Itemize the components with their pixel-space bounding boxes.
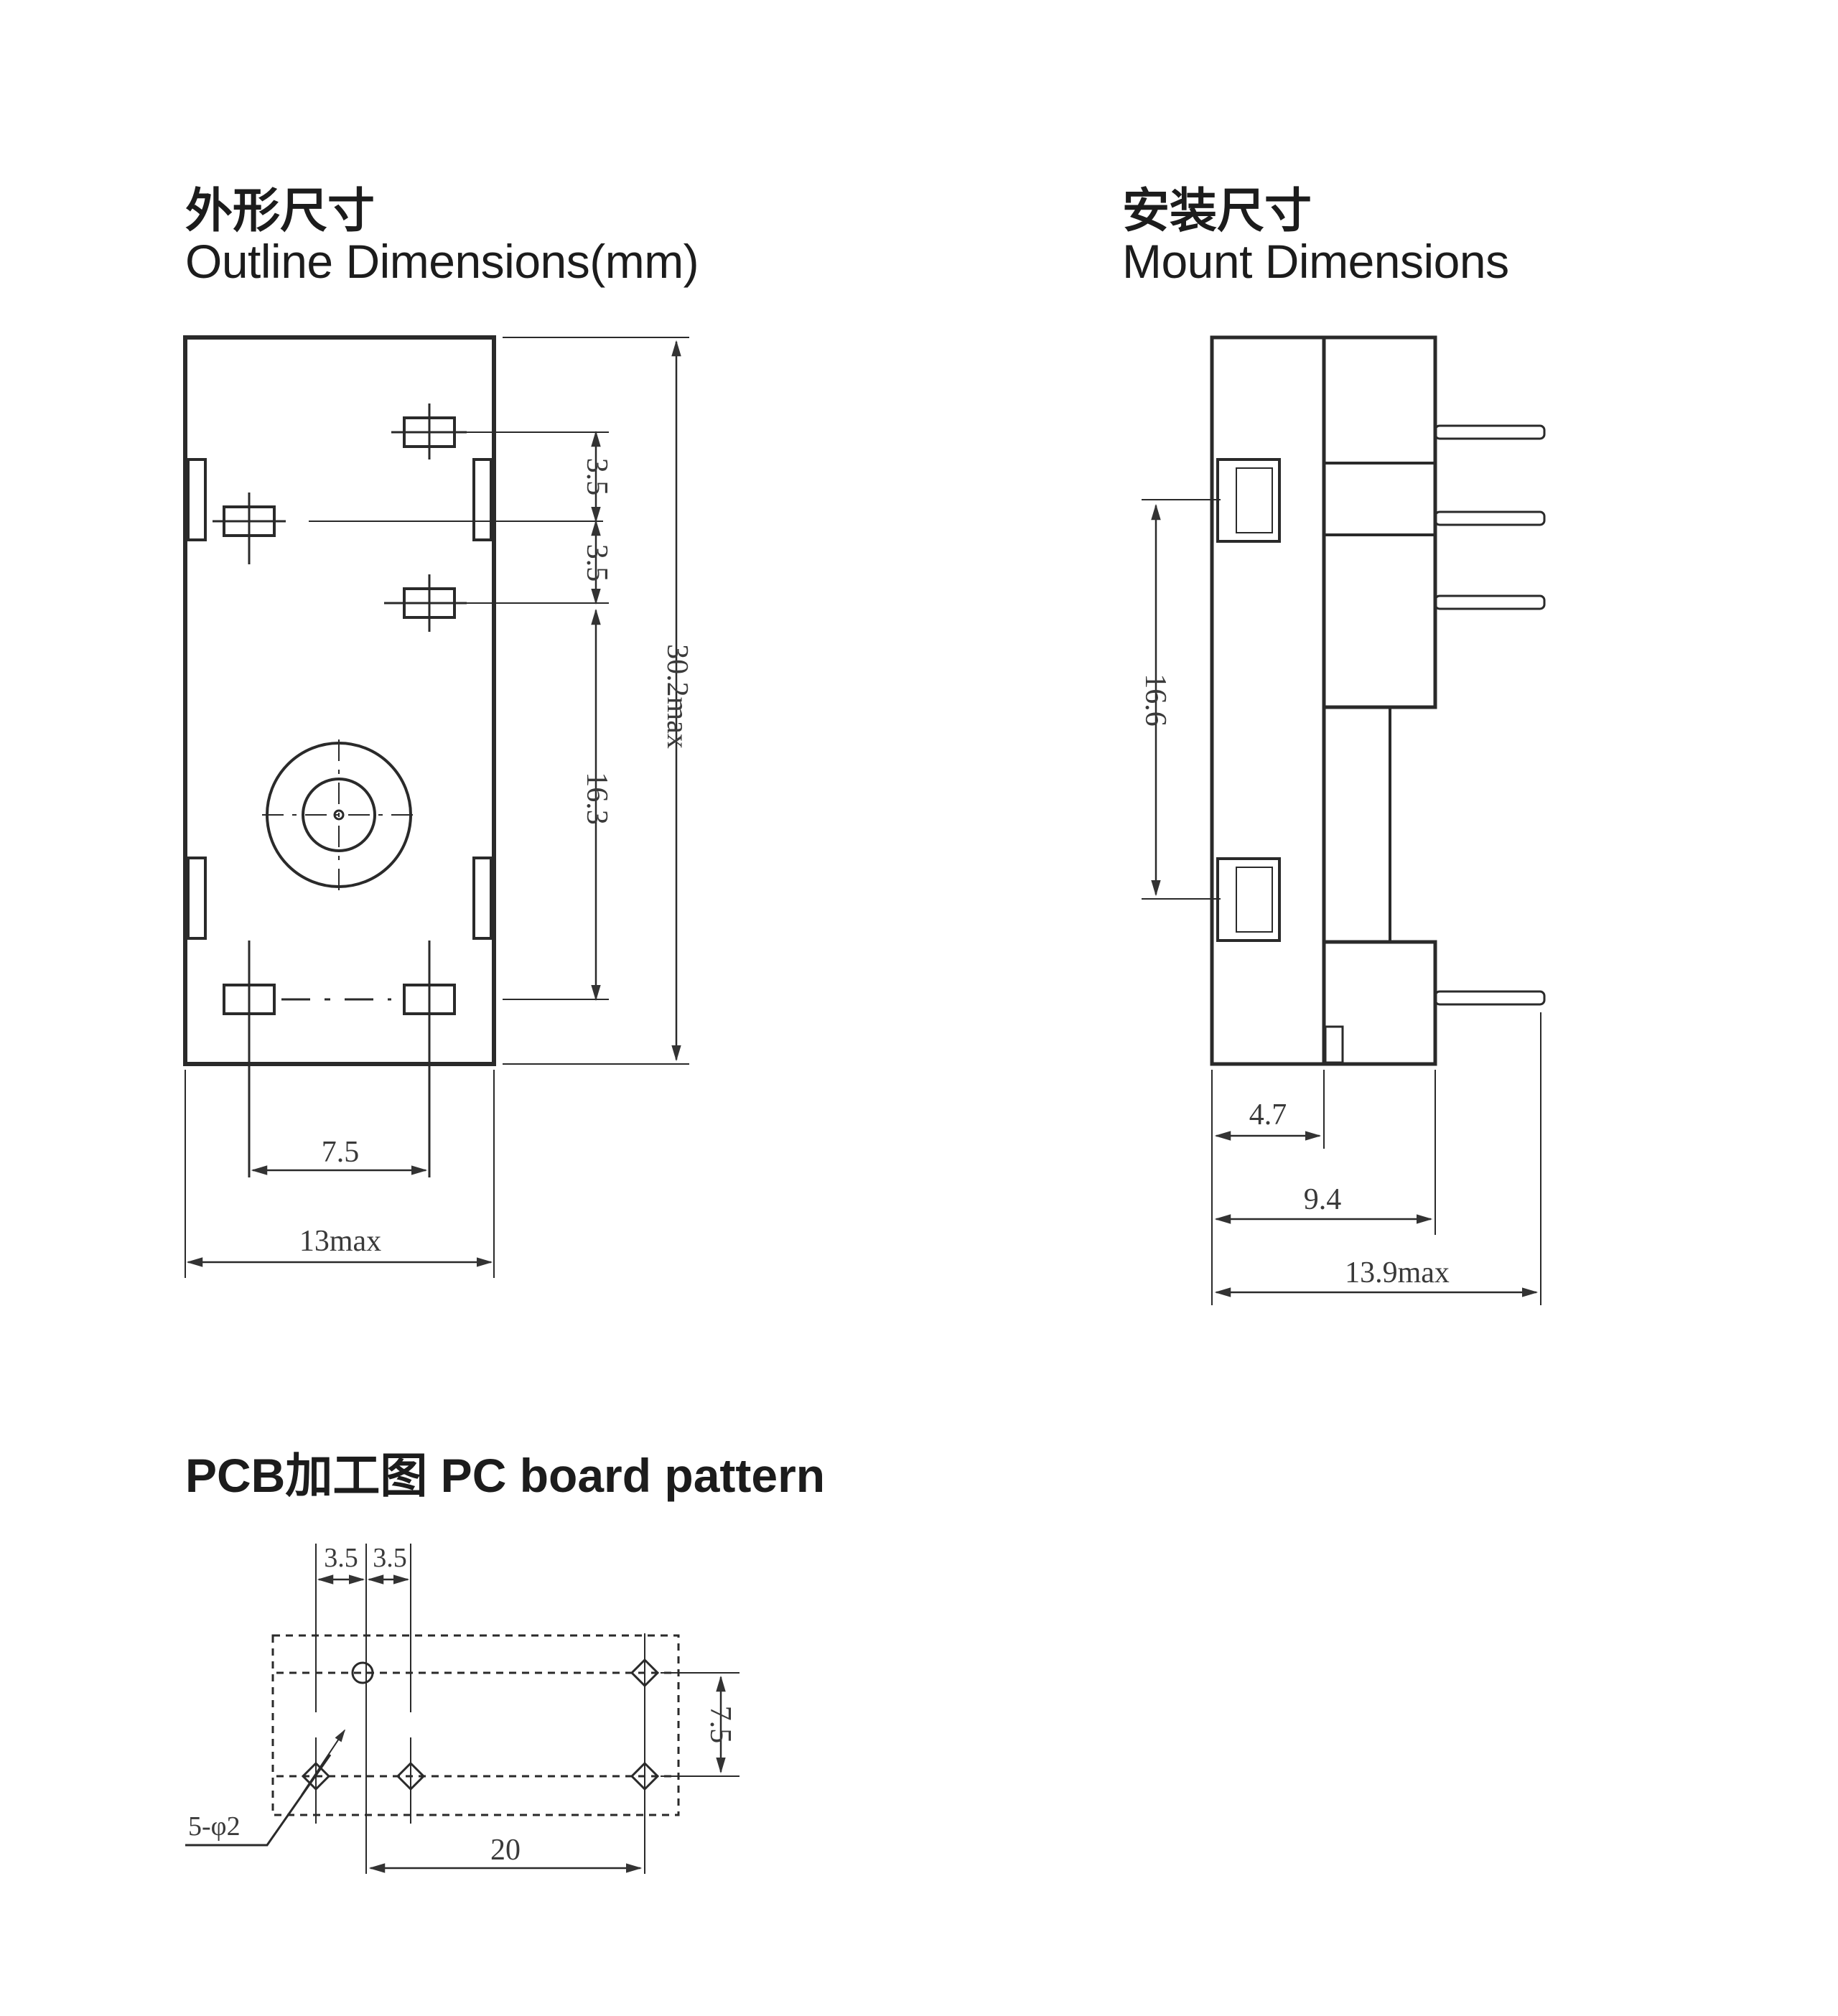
outline-center-hole: [262, 739, 416, 890]
dim-label-3-5-mid: 3.5: [580, 544, 613, 582]
pcb-hole-leader: [185, 1754, 332, 1847]
mount-view: [1142, 335, 1546, 1305]
dim-label-16-3: 16.3: [580, 772, 613, 825]
mount-base: [1210, 335, 1326, 1066]
mount-title-en: Mount Dimensions: [1122, 235, 1509, 289]
mount-upper-block: [1322, 335, 1437, 709]
dim-label-13max: 13max: [299, 1225, 381, 1258]
dim-label-4-7: 4.7: [1249, 1098, 1287, 1131]
outline-clip: [187, 857, 207, 940]
dim-label-pcb-7-5: 7.5: [704, 1706, 737, 1744]
mount-title: 安装尺寸 Mount Dimensions: [1122, 185, 1509, 288]
outline-clip: [472, 857, 493, 940]
pcb-hole: [630, 1761, 660, 1791]
mount-pin: [1434, 510, 1546, 526]
dim-label-pcb-3-5-a: 3.5: [324, 1543, 358, 1573]
outline-body: [183, 335, 496, 1066]
outline-view: [183, 335, 689, 1278]
dim-label-pcb-holes: 5-φ2: [188, 1811, 241, 1842]
dim-label-7-5: 7.5: [322, 1136, 360, 1169]
mount-title-cn: 安装尺寸: [1122, 184, 1312, 237]
pcb-hole: [351, 1661, 374, 1684]
pcb-title: PCB加工图 PC board pattern: [185, 1450, 825, 1501]
dim-label-pcb-3-5-b: 3.5: [373, 1543, 407, 1573]
pcb-hole: [301, 1761, 331, 1791]
dim-label-13-9max: 13.9max: [1345, 1256, 1450, 1289]
outline-clip: [472, 458, 493, 541]
pcb-pattern: [185, 1544, 740, 1874]
dim-label-16-6: 16.6: [1139, 673, 1172, 727]
pcb-title-text: PCB加工图 PC board pattern: [185, 1449, 826, 1502]
pcb-hole: [630, 1658, 660, 1688]
mount-lower-block: [1322, 940, 1437, 1066]
pcb-hole: [396, 1761, 426, 1791]
dim-label-3-5-top: 3.5: [580, 458, 613, 496]
mount-pin: [1434, 424, 1546, 440]
mount-tab: [1324, 1025, 1344, 1064]
mount-pin: [1434, 990, 1546, 1006]
outline-clip: [187, 458, 207, 541]
mount-clip: [1216, 857, 1281, 942]
dim-label-pcb-20: 20: [490, 1834, 521, 1867]
dim-label-30-2max: 30.2max: [661, 644, 694, 749]
pcb-outline: [271, 1634, 680, 1816]
outline-title: 外形尺寸 Outline Dimensions(mm): [185, 185, 699, 288]
dim-label-9-4: 9.4: [1304, 1183, 1342, 1216]
outline-title-en: Outline Dimensions(mm): [185, 235, 699, 289]
mount-clip: [1216, 458, 1281, 543]
mount-pin: [1434, 594, 1546, 610]
outline-title-cn: 外形尺寸: [185, 184, 375, 237]
